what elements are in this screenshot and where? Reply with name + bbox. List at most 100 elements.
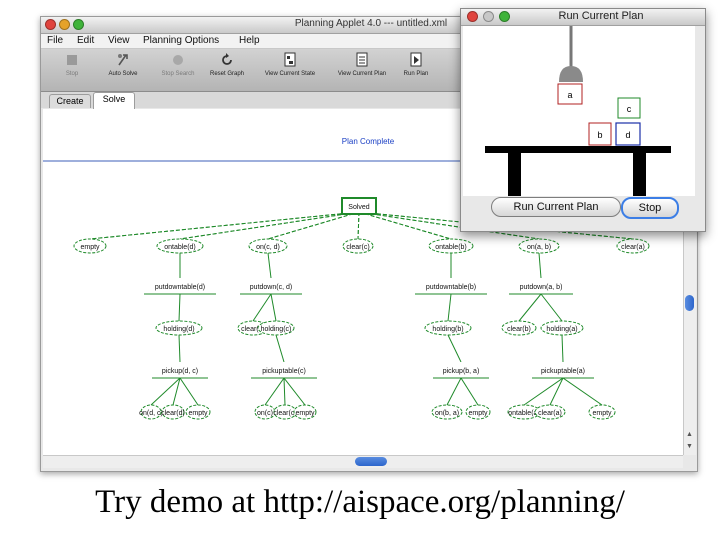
action-node[interactable] — [240, 278, 302, 294]
horizontal-scrollbar[interactable] — [43, 455, 683, 468]
run-plan-button[interactable]: Run Plan — [399, 52, 433, 88]
goal-node[interactable] — [342, 238, 374, 254]
action-node-label: putdowntable(d) — [155, 284, 205, 291]
goal-node-label: ontable(d) — [164, 244, 196, 251]
goal-node-label: clear(c) — [346, 244, 369, 251]
goal-node[interactable] — [73, 238, 107, 254]
action-node-label: putdown(c, d) — [250, 284, 292, 291]
precondition-node-label: clear(d) — [241, 326, 265, 333]
minimize-button[interactable] — [59, 19, 70, 30]
vertical-scroll-thumb[interactable] — [685, 295, 694, 311]
precondition-node-label: holding(a) — [546, 326, 577, 333]
edge-action-precondition — [518, 293, 542, 322]
goal-node[interactable] — [248, 238, 288, 254]
edge-action-precondition — [447, 293, 452, 322]
block-d — [615, 122, 641, 146]
leaf-node[interactable] — [161, 404, 185, 420]
scroll-down-arrow-icon[interactable]: ▼ — [686, 443, 693, 450]
leaf-node[interactable] — [588, 404, 616, 420]
edge-action-leaf — [460, 377, 479, 406]
leaf-node-label: empty — [592, 410, 612, 417]
edge-action-leaf — [283, 377, 306, 406]
edge-action-leaf — [523, 377, 564, 406]
leaf-node[interactable] — [185, 404, 211, 420]
action-node[interactable] — [415, 278, 487, 294]
edge-action-leaf — [562, 377, 603, 406]
action-node[interactable] — [509, 278, 573, 294]
leaf-node-label: empty — [468, 410, 488, 417]
goal-node[interactable] — [428, 238, 474, 254]
action-node[interactable] — [152, 362, 208, 378]
leaf-node-label: clear(c) — [273, 410, 296, 417]
leaf-node[interactable] — [465, 404, 491, 420]
precondition-node-label: holding(d) — [163, 326, 194, 333]
zoom-button[interactable] — [73, 19, 84, 30]
stop-search-button[interactable]: Stop Search — [155, 52, 201, 88]
menu-file[interactable]: File — [47, 35, 64, 46]
action-node[interactable] — [532, 362, 594, 378]
action-node[interactable] — [144, 278, 216, 294]
stop-run-button[interactable]: Stop — [621, 197, 679, 219]
action-node[interactable] — [433, 362, 489, 378]
view-current-state-label: View Current State — [264, 71, 316, 77]
view-current-state-button[interactable]: View Current State — [257, 52, 323, 88]
auto-solve-button[interactable]: Auto Solve — [103, 52, 143, 88]
action-node-label: putdowntable(b) — [426, 284, 476, 291]
leaf-node[interactable] — [293, 404, 317, 420]
view-current-plan-button[interactable]: View Current Plan — [331, 52, 393, 88]
status-text: Plan Complete — [342, 137, 395, 146]
precondition-node[interactable] — [424, 320, 472, 336]
tab-create[interactable]: Create — [49, 94, 91, 108]
crane-gripper — [559, 66, 583, 82]
edge-action-leaf — [446, 377, 462, 406]
edge-action-precondition — [270, 293, 277, 322]
tab-solve[interactable]: Solve — [93, 92, 135, 109]
run-zoom-button[interactable] — [499, 11, 510, 22]
run-window-title: Run Current Plan — [558, 10, 644, 22]
precondition-node[interactable] — [155, 320, 203, 336]
run-current-plan-button[interactable]: Run Current Plan — [491, 197, 621, 217]
scroll-up-arrow-icon[interactable]: ▲ — [686, 431, 693, 438]
leaf-node[interactable] — [140, 404, 162, 420]
edge-action-precondition — [178, 293, 181, 322]
blocks-world-canvas: a c b d — [463, 26, 695, 196]
block-a — [557, 83, 583, 105]
run-close-button[interactable] — [467, 11, 478, 22]
search-graph[interactable]: Plan Complete Solved empty ontable(d) on(c,… — [43, 109, 683, 455]
precondition-node[interactable] — [501, 320, 537, 336]
menu-planning-options[interactable]: Planning Options — [143, 35, 220, 46]
leaf-node-label: empty — [295, 410, 315, 417]
goal-node[interactable] — [156, 238, 204, 254]
goal-node-label: on(a, b) — [527, 244, 551, 251]
stop-button[interactable]: Stop — [55, 52, 89, 88]
reset-graph-button[interactable]: Reset Graph — [205, 52, 249, 88]
block-c-label: c — [627, 104, 632, 114]
edge-root-goal — [358, 211, 540, 240]
action-node[interactable] — [251, 362, 317, 378]
goal-node-label: clear(a) — [621, 244, 645, 251]
run-title-bar[interactable]: Run Current Plan — [461, 9, 705, 26]
run-minimize-button[interactable] — [483, 11, 494, 22]
menu-help[interactable]: Help — [239, 35, 260, 46]
leaf-node[interactable] — [431, 404, 463, 420]
precondition-node[interactable] — [540, 320, 584, 336]
root-node-solved-label: Solved — [348, 204, 370, 211]
run-plan-window: Run Current Plan a c b d Run Current Pla… — [460, 8, 706, 232]
window-title: Planning Applet 4.0 --- untitled.xml — [294, 18, 448, 29]
edge-root-goal — [89, 211, 360, 240]
close-button[interactable] — [45, 19, 56, 30]
menu-view[interactable]: View — [108, 35, 130, 46]
leaf-node-label: on(c) — [257, 410, 273, 417]
caption-text: Try demo at http://aispace.org/planning/ — [95, 484, 625, 520]
precondition-node[interactable] — [257, 320, 295, 336]
edge-action-leaf — [264, 377, 285, 406]
goal-node-label: on(c, d) — [256, 244, 280, 251]
table-leg-left — [508, 152, 521, 196]
goal-node[interactable] — [518, 238, 560, 254]
leaf-node[interactable] — [534, 404, 566, 420]
edge-root-goal — [358, 211, 452, 240]
goal-node[interactable] — [616, 238, 650, 254]
horizontal-scroll-thumb[interactable] — [355, 457, 387, 466]
menu-edit[interactable]: Edit — [77, 35, 95, 46]
edge-precondition-action — [275, 334, 285, 363]
